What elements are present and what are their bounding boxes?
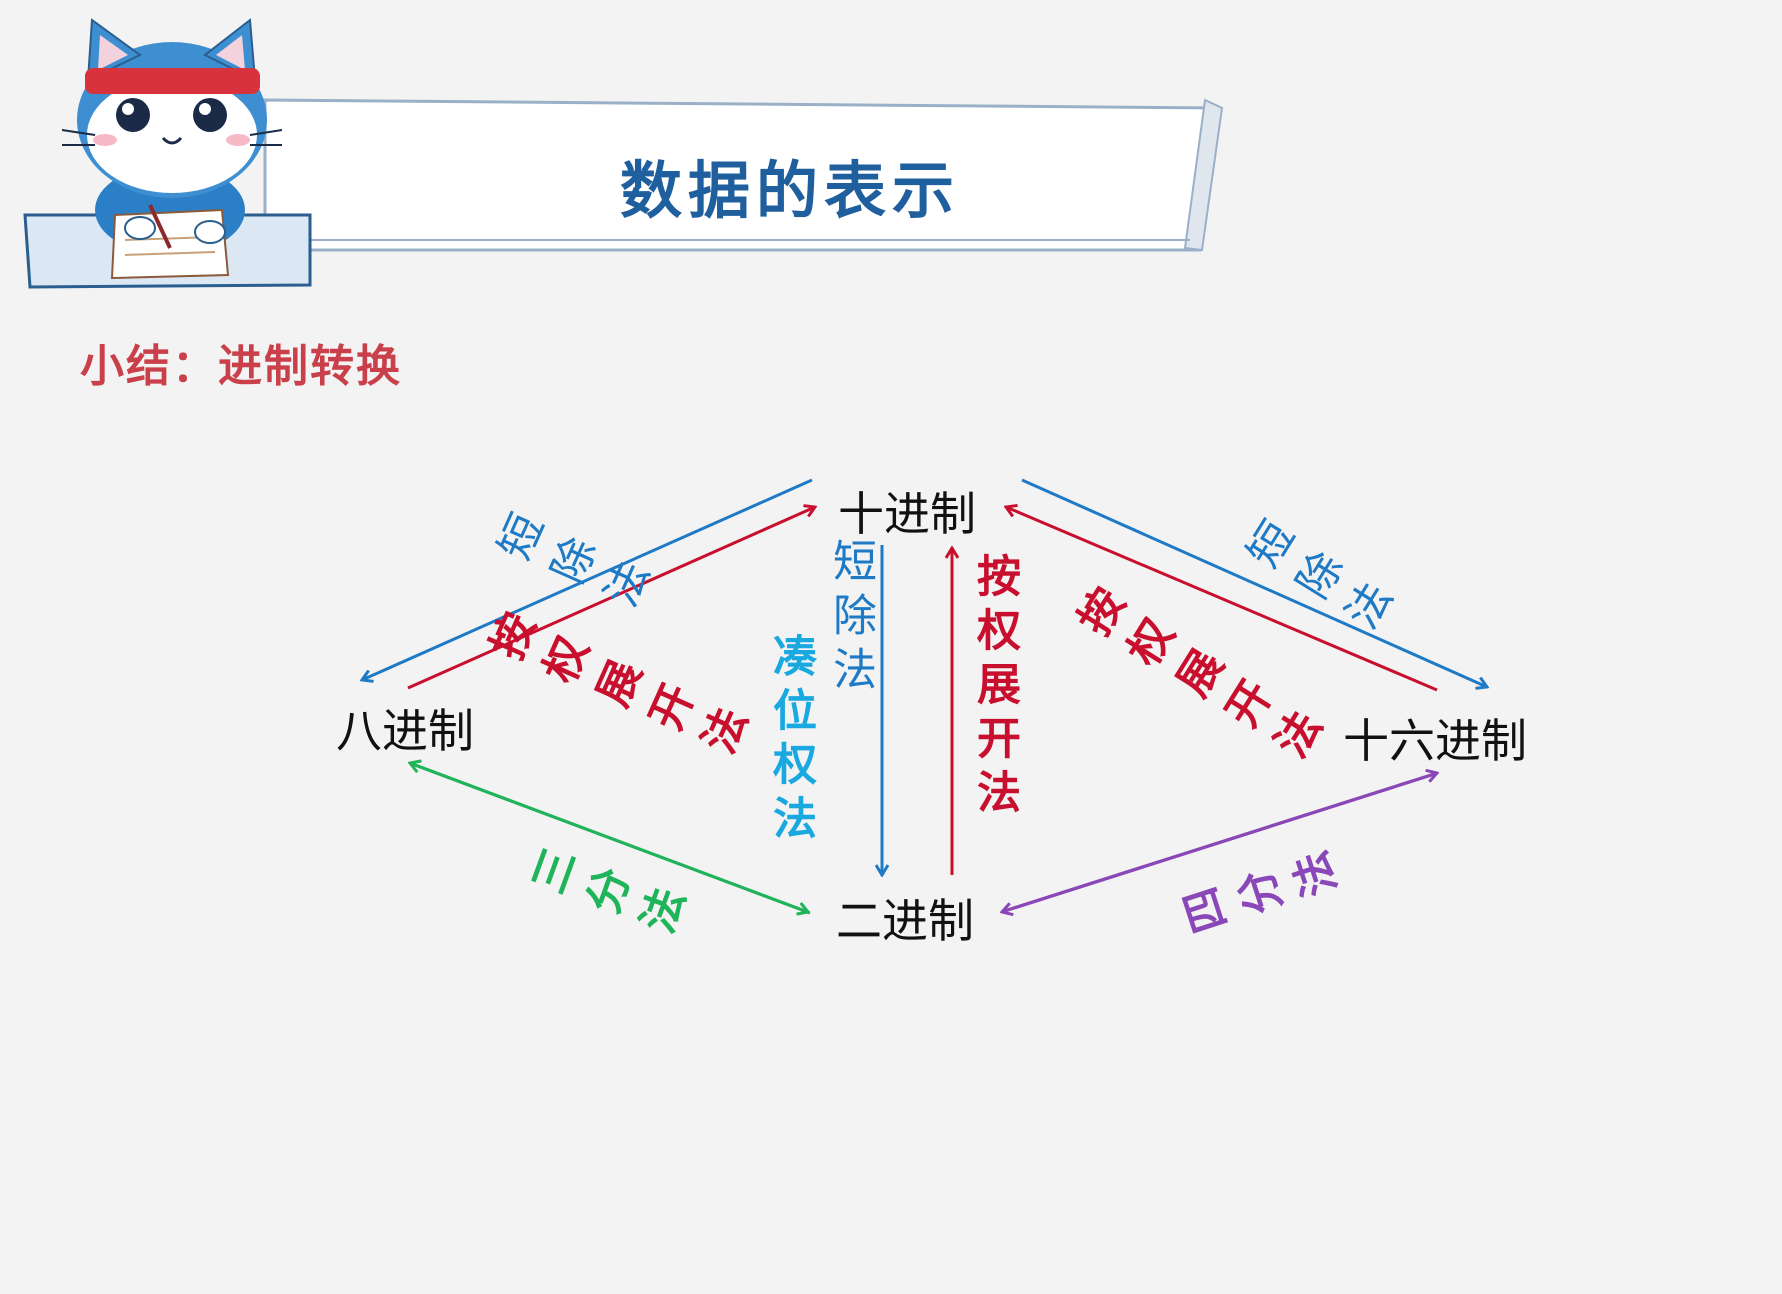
arrow-oct-bin bbox=[411, 762, 808, 912]
node-binary: 二进制 bbox=[836, 894, 974, 948]
arrow-oct-to-dec bbox=[407, 507, 815, 690]
label-dec-to-bin: 短除法 bbox=[825, 538, 876, 700]
page-title: 数据的表示 bbox=[620, 154, 961, 227]
arrow-bin-hex bbox=[1003, 773, 1437, 913]
arrow-dec-to-oct bbox=[362, 478, 813, 680]
summary-label: 小结：进制转换 bbox=[80, 341, 402, 392]
arrow-hex-to-dec bbox=[1006, 507, 1438, 692]
node-hex: 十六进制 bbox=[1343, 714, 1527, 768]
node-octal: 八进制 bbox=[336, 704, 474, 758]
node-decimal: 十进制 bbox=[838, 487, 976, 541]
cat-mascot bbox=[23, 18, 312, 289]
arrow-dec-to-hex bbox=[1021, 478, 1487, 687]
label-bin-to-dec: 按权展开法 bbox=[969, 553, 1020, 823]
title-banner bbox=[263, 98, 1224, 252]
label-dec-to-bin-alt: 凑位权法 bbox=[765, 633, 816, 849]
